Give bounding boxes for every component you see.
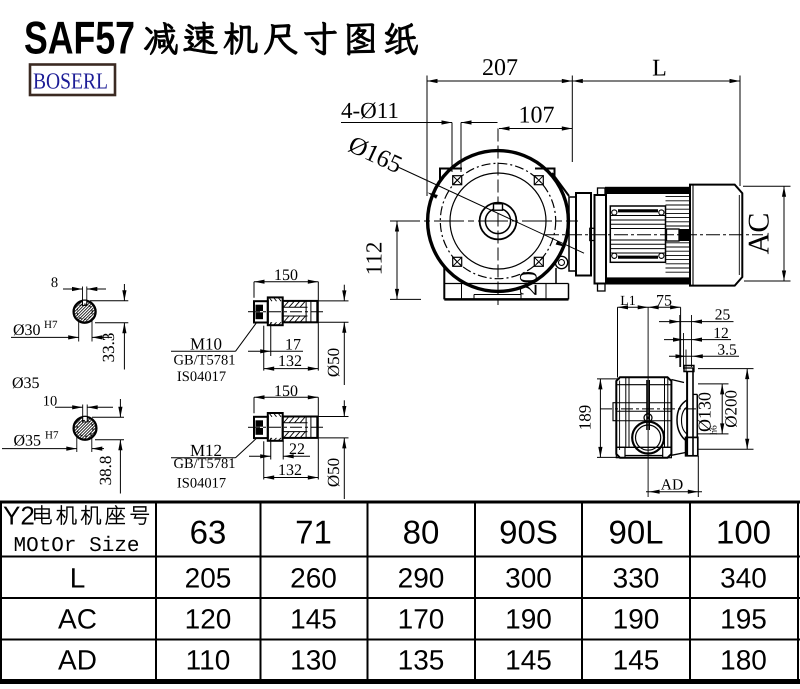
svg-text:8: 8 — [51, 275, 58, 291]
svg-text:107: 107 — [519, 103, 555, 129]
svg-text:AC: AC — [743, 213, 776, 255]
svg-text:180: 180 — [720, 645, 767, 676]
svg-text:189: 189 — [576, 405, 595, 431]
svg-text:3.5: 3.5 — [717, 342, 737, 359]
svg-text:33.3: 33.3 — [99, 333, 118, 363]
svg-text:GB/T5781: GB/T5781 — [173, 456, 235, 472]
svg-text:AD: AD — [58, 645, 97, 676]
svg-text:260: 260 — [290, 563, 337, 594]
svg-text:Ø50: Ø50 — [324, 458, 343, 487]
svg-text:80: 80 — [403, 514, 440, 551]
svg-text:Ø130: Ø130 — [695, 392, 715, 432]
svg-text:135: 135 — [398, 645, 445, 676]
svg-text:120: 120 — [185, 604, 232, 635]
svg-text:H7: H7 — [45, 430, 59, 442]
svg-text:300: 300 — [505, 563, 552, 594]
svg-text:GB/T5781: GB/T5781 — [173, 353, 235, 369]
svg-text:L1: L1 — [620, 294, 636, 309]
svg-text:330: 330 — [613, 563, 660, 594]
svg-text:145: 145 — [505, 645, 552, 676]
svg-text:SAF57: SAF57 — [24, 12, 135, 64]
svg-text:190: 190 — [613, 604, 660, 635]
svg-text:112: 112 — [362, 242, 387, 276]
svg-text:M10: M10 — [190, 335, 222, 354]
svg-text:340: 340 — [720, 563, 767, 594]
svg-text:Ø30: Ø30 — [13, 322, 41, 339]
svg-text:38.8: 38.8 — [96, 456, 115, 486]
svg-text:L: L — [70, 563, 86, 594]
svg-text:75: 75 — [656, 293, 672, 310]
svg-text:AC: AC — [58, 604, 97, 635]
svg-text:205: 205 — [185, 563, 232, 594]
svg-text:132: 132 — [278, 462, 302, 479]
svg-text:Ø35: Ø35 — [12, 375, 40, 392]
svg-text:20: 20 — [516, 271, 543, 296]
svg-text:IS04017: IS04017 — [177, 476, 226, 492]
svg-text:IS04017: IS04017 — [177, 369, 226, 385]
svg-text:25: 25 — [715, 307, 731, 324]
svg-text:10: 10 — [43, 394, 58, 410]
svg-text:AD: AD — [661, 477, 683, 494]
svg-text:132: 132 — [278, 353, 302, 370]
svg-text:Ø50: Ø50 — [324, 348, 343, 377]
svg-text:150: 150 — [274, 267, 298, 284]
svg-text:145: 145 — [613, 645, 660, 676]
svg-text:195: 195 — [720, 604, 767, 635]
svg-text:Ø35: Ø35 — [14, 433, 42, 450]
svg-text:290: 290 — [398, 563, 445, 594]
svg-text:190: 190 — [505, 604, 552, 635]
svg-text:M12: M12 — [190, 441, 222, 460]
svg-text:22: 22 — [289, 441, 305, 458]
svg-text:h6: h6 — [710, 425, 720, 435]
svg-text:207: 207 — [482, 55, 518, 81]
svg-text:MOtOr Size: MOtOr Size — [14, 535, 140, 558]
svg-text:L: L — [652, 56, 667, 82]
svg-text:100: 100 — [716, 514, 771, 551]
svg-text:150: 150 — [274, 383, 298, 400]
svg-text:4-Ø11: 4-Ø11 — [341, 98, 399, 123]
svg-text:71: 71 — [295, 514, 332, 551]
svg-text:130: 130 — [290, 645, 337, 676]
svg-text:90S: 90S — [499, 514, 558, 551]
svg-text:90L: 90L — [608, 514, 663, 551]
svg-text:12: 12 — [713, 325, 729, 342]
svg-text:H7: H7 — [44, 319, 58, 331]
svg-text:17: 17 — [285, 337, 301, 354]
svg-text:BOSERL: BOSERL — [33, 69, 108, 94]
svg-text:170: 170 — [398, 604, 445, 635]
svg-text:Ø200: Ø200 — [722, 390, 741, 428]
svg-text:Y2: Y2 — [3, 501, 35, 531]
svg-text:145: 145 — [290, 604, 337, 635]
svg-text:63: 63 — [190, 514, 227, 551]
svg-text:110: 110 — [186, 645, 231, 676]
